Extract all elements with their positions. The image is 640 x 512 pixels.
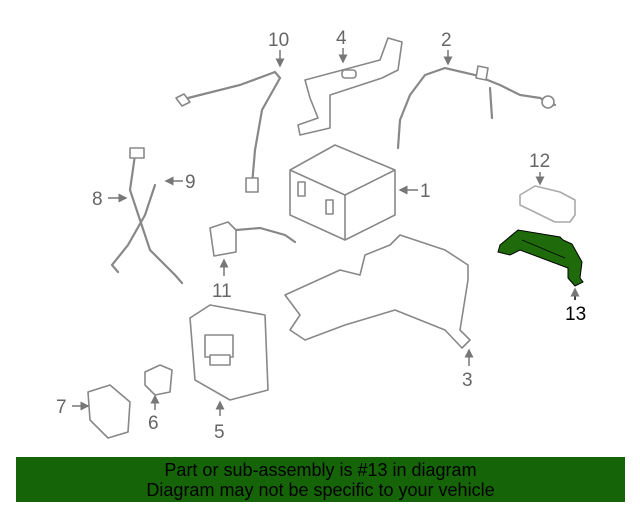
callout-6: 6 [148, 413, 159, 434]
part-5-fuse-box[interactable] [189, 304, 269, 401]
part-7-module[interactable] [87, 384, 131, 439]
callout-9: 9 [185, 172, 196, 193]
part-2-harness[interactable] [396, 65, 557, 150]
callout-7: 7 [56, 397, 67, 418]
callout-1: 1 [420, 181, 431, 202]
callout-8: 8 [92, 189, 103, 210]
part-6-connector[interactable] [144, 364, 173, 396]
part-10-cable[interactable] [175, 70, 282, 193]
callout-13: 13 [565, 304, 586, 325]
part-8-cable[interactable] [110, 147, 184, 285]
part-4-bracket[interactable] [297, 37, 403, 136]
callout-11: 11 [212, 281, 232, 302]
callout-12: 12 [529, 151, 550, 172]
callout-3: 3 [462, 370, 473, 391]
part-13-bracket-highlighted[interactable] [497, 229, 584, 287]
banner-line-1: Part or sub-assembly is #13 in diagram [164, 460, 477, 480]
part-info-banner: Part or sub-assembly is #13 in diagram D… [16, 457, 625, 502]
callout-2: 2 [441, 30, 452, 51]
banner-line-2: Diagram may not be specific to your vehi… [146, 480, 495, 500]
callout-4: 4 [336, 28, 347, 49]
callout-10: 10 [268, 30, 289, 51]
part-3-bracket[interactable] [284, 234, 471, 349]
callout-5: 5 [214, 422, 225, 443]
part-11-cable[interactable] [209, 221, 297, 257]
part-1-control-module[interactable] [289, 144, 396, 241]
part-12-relay[interactable] [519, 185, 576, 223]
